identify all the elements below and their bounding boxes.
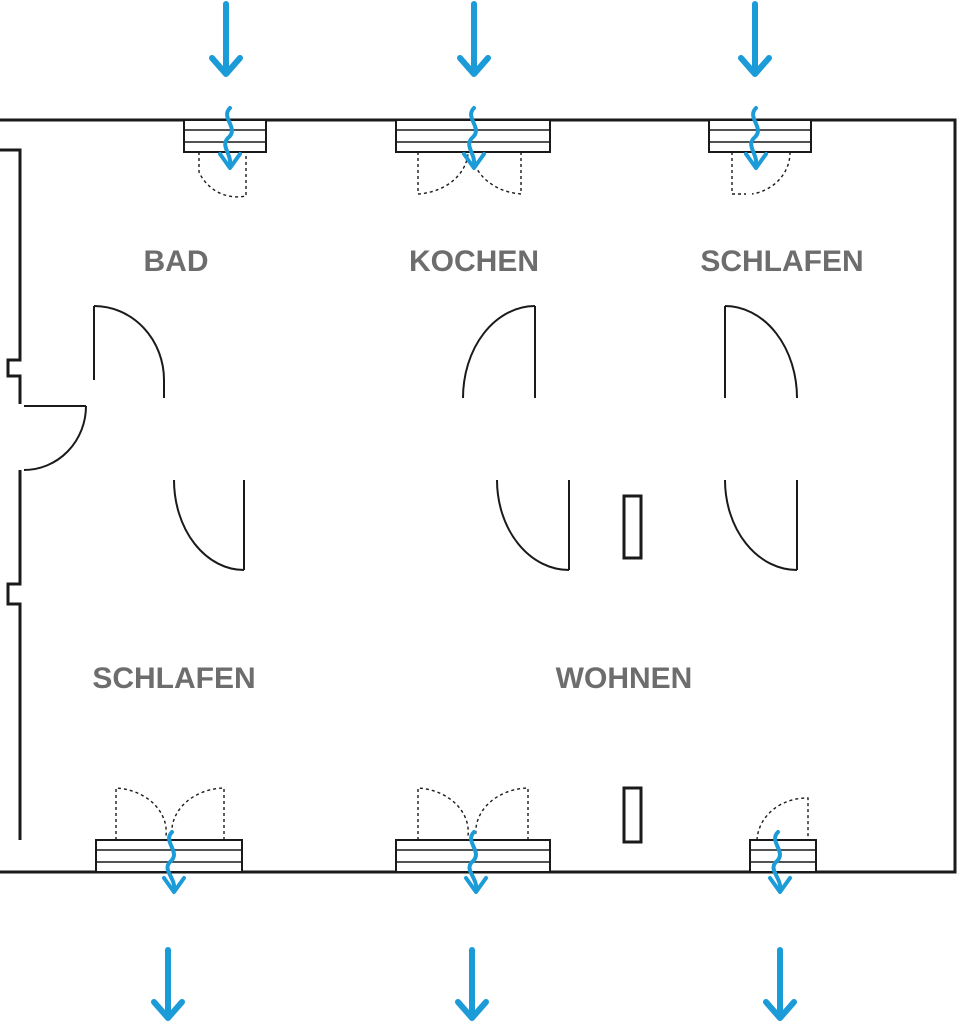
label-kochen: KOCHEN [409, 245, 539, 278]
airflow-squiggle [464, 830, 488, 894]
airflow-squiggle [462, 106, 486, 170]
wall-stub-top [622, 494, 643, 560]
airflow-squiggle [162, 830, 186, 894]
arrow-down-icon [151, 947, 185, 1021]
room-bad [50, 152, 305, 380]
arrow-down-icon [209, 1, 243, 77]
rooms [8, 152, 925, 844]
arrow-down-icon [455, 947, 489, 1021]
arrow-down-icon [457, 1, 491, 77]
airflow-out [151, 830, 797, 1021]
wall-stub-bottom [622, 786, 643, 844]
airflow-in [209, 1, 772, 170]
arrow-down-icon [763, 947, 797, 1021]
arrow-down-icon [738, 1, 772, 77]
room-kochen [327, 152, 625, 380]
label-wohnen: WOHNEN [556, 662, 693, 695]
room-schlafen-bottom [50, 498, 305, 840]
interior-doors [23, 305, 798, 571]
airflow-squiggle [218, 106, 242, 170]
label-schlafen-bottom: SCHLAFEN [92, 662, 255, 695]
room-flur [22, 398, 925, 480]
airflow-squiggle [768, 830, 792, 894]
label-bad: BAD [144, 245, 209, 278]
room-labels: BAD KOCHEN SCHLAFEN SCHLAFEN WOHNEN [92, 245, 863, 695]
label-schlafen-top: SCHLAFEN [700, 245, 863, 278]
airflow-squiggle [744, 106, 768, 170]
